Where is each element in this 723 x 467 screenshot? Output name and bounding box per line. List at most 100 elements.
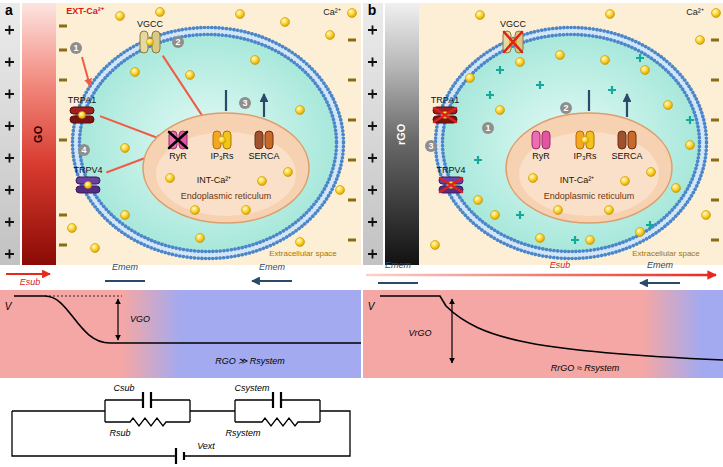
calcium-ions xyxy=(68,8,357,253)
node-label: VGCC xyxy=(137,19,163,29)
illustration-use xyxy=(536,234,545,243)
field-arrow xyxy=(366,274,716,276)
rgo-substrate-bar: rGO xyxy=(385,3,419,265)
illustration-use xyxy=(586,236,595,245)
axis-label: V xyxy=(5,301,12,312)
illustration-use xyxy=(641,66,650,75)
illustration-use xyxy=(196,234,205,243)
node-label: TRPA1 xyxy=(68,95,96,105)
reticulum-lumen xyxy=(519,132,659,216)
illustration-use xyxy=(712,9,721,18)
endoplasmic-reticulum: INT-Ca²⁺Endoplasmic reticulumRyRIP₃RsSER… xyxy=(142,112,310,224)
panel-a-art xyxy=(0,3,361,464)
node-label: IP₃Rs xyxy=(573,151,596,161)
block-mark xyxy=(434,108,456,122)
node-label: rGO xyxy=(396,123,409,144)
calcium-ion xyxy=(581,136,588,143)
positive-charges xyxy=(368,26,377,259)
reticulum-shape xyxy=(505,112,673,224)
potential-curve xyxy=(14,296,361,343)
protein-icon xyxy=(211,130,233,150)
field-label: Esub xyxy=(550,261,571,271)
component-label: Vext xyxy=(197,442,215,452)
field-arrow xyxy=(378,282,680,284)
illustration-use xyxy=(601,56,610,65)
block-mark xyxy=(169,132,187,148)
component-label: Csystem xyxy=(234,384,269,394)
illustration-use xyxy=(281,18,290,27)
potential-curve xyxy=(380,296,723,360)
reticulum-lumen xyxy=(156,132,296,216)
channel-subunit xyxy=(628,131,636,149)
protein-icon xyxy=(616,130,638,150)
go-substrate-bar: GO xyxy=(22,3,56,265)
node-label: TRPV4 xyxy=(73,165,102,175)
illustration-use xyxy=(466,74,475,83)
extracellular-ground xyxy=(56,3,361,265)
calcium-ion xyxy=(258,177,267,186)
protein-icon xyxy=(432,106,458,124)
illustration-use xyxy=(664,101,673,110)
capacitor-battery-plates xyxy=(143,392,281,464)
node-label: SERCA xyxy=(611,151,642,161)
illustration-use xyxy=(702,211,711,220)
illustration-use xyxy=(68,224,77,233)
node-label: Endoplasmic reticulum xyxy=(181,191,272,201)
channel-subunit xyxy=(265,131,273,149)
calcium-ion xyxy=(621,177,630,186)
illustration-use xyxy=(686,141,695,150)
field-label: Emem xyxy=(385,261,411,271)
illustration-use xyxy=(236,10,245,19)
field-arrow xyxy=(105,280,292,282)
voltage-drop-arrow xyxy=(451,299,452,363)
panel-b-art xyxy=(363,3,723,378)
component-label: Csub xyxy=(113,384,134,394)
calcium-ion xyxy=(218,136,225,143)
trpa1-channel: TRPA1 xyxy=(66,95,98,124)
illustration-use xyxy=(348,9,357,18)
reticulum-outline xyxy=(506,113,672,223)
calcium-ion xyxy=(554,206,563,215)
protein-icon xyxy=(75,176,101,194)
charge-bar xyxy=(363,3,383,265)
calcium-ion xyxy=(78,111,85,118)
node-label: GO xyxy=(33,125,46,142)
axis-label: V xyxy=(368,301,375,312)
block-mark xyxy=(440,178,462,192)
illustration-use xyxy=(251,56,260,65)
node-label: RyR xyxy=(169,151,187,161)
protein-icon xyxy=(253,130,275,150)
ryr-receptor: RyR xyxy=(165,130,191,161)
callout-number: 1 xyxy=(70,42,82,54)
ryr-receptor: RyR xyxy=(528,130,554,161)
calcium-ions xyxy=(431,9,721,250)
serca-pump: SERCA xyxy=(609,130,644,161)
calcium-ion xyxy=(191,206,200,215)
calcium-ion xyxy=(284,168,293,177)
illustration-use xyxy=(496,106,505,115)
callout-number: 3 xyxy=(239,97,251,109)
circuit-wire xyxy=(12,400,350,456)
endoplasmic-reticulum: INT-Ca²⁺Endoplasmic reticulumRyRIP₃RsSER… xyxy=(505,112,673,224)
voltage-label: VGO xyxy=(130,315,150,325)
calcium-ion xyxy=(529,174,538,183)
illustration-use xyxy=(672,184,681,193)
ip3-receptor: IP₃Rs xyxy=(208,130,235,161)
field-arrow xyxy=(6,273,50,275)
illustration-use xyxy=(474,196,483,205)
protein-icon xyxy=(574,130,596,150)
protein-icon xyxy=(139,30,161,54)
potential-plot xyxy=(0,290,361,378)
vgcc-channel: VGCC xyxy=(498,19,528,54)
calcium-ion xyxy=(146,38,153,45)
cell-body xyxy=(73,28,344,259)
illustration-use xyxy=(476,11,485,20)
serca-pump: SERCA xyxy=(246,130,281,161)
vgcc-channel: VGCC xyxy=(135,19,165,54)
illustration-use xyxy=(431,241,440,250)
trpv4-channel: TRPV4 xyxy=(434,165,467,194)
illustration-use xyxy=(121,211,130,220)
calcium-ion xyxy=(647,168,656,177)
